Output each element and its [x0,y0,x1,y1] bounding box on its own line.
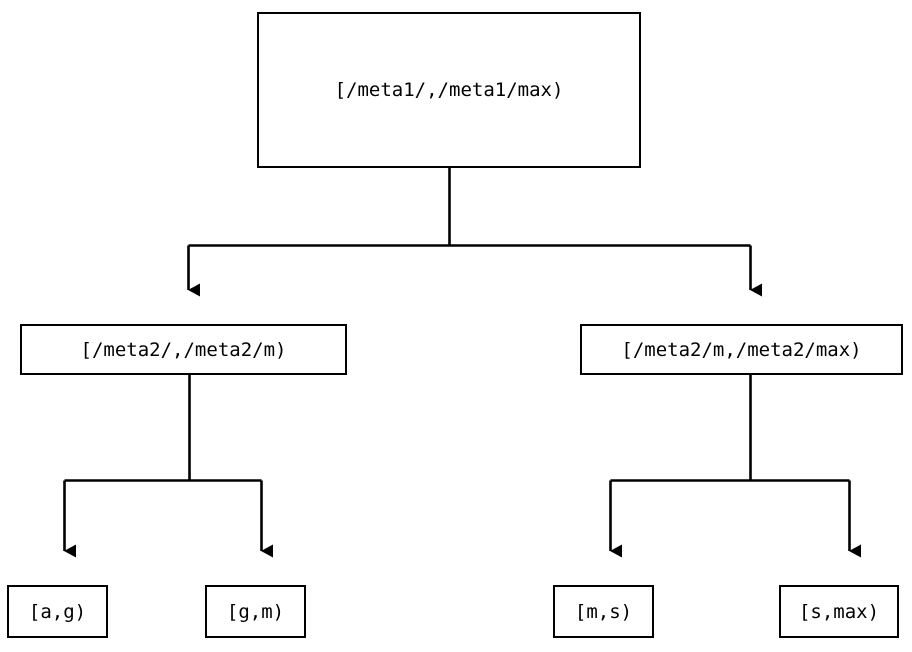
node-leaf-m-s[interactable]: [m,s) [553,585,654,638]
node-leaf-g-m[interactable]: [g,m) [205,585,306,638]
edge-root-to-children [187,168,762,297]
node-mid-left-label: [/meta2/,/meta2/m) [80,338,287,361]
node-leaf-a-g-label: [a,g) [28,600,87,623]
edge-mid-right-to-children [609,375,861,558]
node-mid-left[interactable]: [/meta2/,/meta2/m) [20,324,347,375]
node-leaf-s-max[interactable]: [s,max) [779,585,899,638]
node-leaf-a-g[interactable]: [a,g) [7,585,108,638]
node-mid-right[interactable]: [/meta2/m,/meta2/max) [580,324,903,375]
edge-mid-left-to-children [63,375,273,558]
node-leaf-s-max-label: [s,max) [798,600,880,623]
node-mid-right-label: [/meta2/m,/meta2/max) [621,338,862,361]
node-leaf-m-s-label: [m,s) [574,600,633,623]
node-root[interactable]: [/meta1/,/meta1/max) [257,12,641,168]
node-root-label: [/meta1/,/meta1/max) [334,79,564,101]
node-leaf-g-m-label: [g,m) [226,600,285,623]
